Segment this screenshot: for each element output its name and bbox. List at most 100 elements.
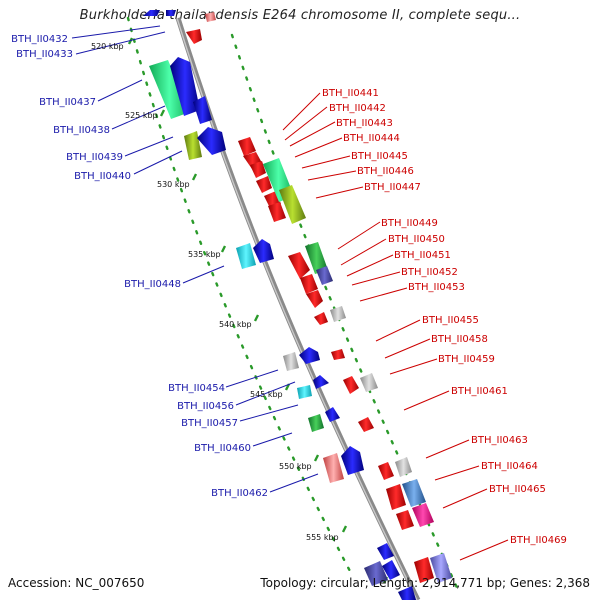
gene-bth-ii0462 <box>341 446 364 475</box>
gene-bth-ii0439 <box>184 131 202 160</box>
gene-label: BTH_II0469 <box>510 535 567 546</box>
gene-bth-ii0454 <box>283 352 299 371</box>
gene-bth-ii0450 <box>305 242 328 274</box>
gene-bth-ii0464b <box>402 479 426 507</box>
gene-label: BTH_II0445 <box>351 151 408 162</box>
tick-label: 555 kbp <box>306 533 339 542</box>
gene-bth-ii0453 <box>306 290 323 308</box>
gene-label: BTH_II0461 <box>451 386 508 397</box>
gene-label: BTH_II0465 <box>489 484 546 495</box>
gene-label: BTH_II0464 <box>481 461 538 472</box>
tick-label: 540 kbp <box>219 320 252 329</box>
gene-label: BTH_II0446 <box>357 166 414 177</box>
gene-bth-ii0432 <box>143 10 160 16</box>
accession-text: Accession: NC_007650 <box>8 576 145 590</box>
gene-bth-ii0469b <box>364 561 388 586</box>
gene-bth-ii0455b <box>330 306 346 322</box>
gene-bth-ii0452 <box>300 274 318 294</box>
left-gene-labels: BTH_II0432 BTH_II0433 BTH_II0437 BTH_II0… <box>11 34 268 499</box>
gene-bth-ii0469c <box>382 560 400 580</box>
gene-label: BTH_II0456 <box>177 401 234 412</box>
tick-label: 550 kbp <box>279 462 312 471</box>
gene-bth-ii0465 <box>412 503 434 527</box>
gene-label: BTH_II0447 <box>364 182 421 193</box>
gene-bth-ii0456 <box>297 385 312 399</box>
gene-label: BTH_II0443 <box>336 118 393 129</box>
gene-label: BTH_II0458 <box>431 334 488 345</box>
gene-bth-ii0459a <box>343 376 359 394</box>
gene-label: BTH_II0459 <box>438 354 495 365</box>
gene-bth-ii0456b <box>313 375 329 389</box>
gene-bth-ii0458 <box>331 349 345 360</box>
forward-strand-genes <box>186 12 452 583</box>
gene-label: BTH_II0442 <box>329 103 386 114</box>
gene-bth-ii0438 <box>193 96 212 124</box>
tick-label: 525 kbp <box>125 111 158 120</box>
gene-label: BTH_II0448 <box>124 279 181 290</box>
gene-label: BTH_II0462 <box>211 488 268 499</box>
tick-label: 535 kbp <box>188 250 221 259</box>
chromosome-backbone <box>175 17 421 600</box>
gene-label: BTH_II0449 <box>381 218 438 229</box>
gene-bth-ii0457b <box>325 407 340 422</box>
gene-bth-ii0443 <box>250 161 266 178</box>
gene-fwd-top2 <box>205 12 216 22</box>
gene-bth-ii0469f <box>430 553 452 583</box>
gene-bth-ii0447b <box>268 202 286 222</box>
gene-bth-ii0454b <box>299 347 320 364</box>
gene-bth-ii0433 <box>166 10 176 16</box>
gene-bth-ii0461 <box>358 417 374 432</box>
gene-bth-ii0464 <box>386 484 406 510</box>
gene-bth-ii0459b <box>360 373 378 392</box>
gene-label: BTH_II0457 <box>181 418 238 429</box>
right-leader-lines <box>282 92 509 561</box>
gene-label: BTH_II0451 <box>394 250 451 261</box>
gene-bth-ii0460 <box>323 453 344 483</box>
gene-label: BTH_II0455 <box>422 315 479 326</box>
gene-label: BTH_II0440 <box>74 171 131 182</box>
gene-bth-ii0465b <box>396 510 414 530</box>
gene-bth-ii0469a <box>377 543 394 560</box>
gene-bth-ii0444 <box>256 176 272 193</box>
scale-labels: 520 kbp 525 kbp 530 kbp 535 kbp 540 kbp … <box>91 42 339 542</box>
reverse-strand-genes <box>143 10 416 600</box>
gene-bth-ii0457 <box>308 414 324 432</box>
gene-label: BTH_II0450 <box>388 234 445 245</box>
tick-label: 520 kbp <box>91 42 124 51</box>
gene-bth-ii0448b <box>253 239 274 263</box>
gene-bth-ii0440 <box>197 127 226 155</box>
gene-bth-ii0451 <box>316 266 333 285</box>
left-leader-lines <box>71 25 319 493</box>
gene-label: BTH_II0441 <box>322 88 379 99</box>
tick-label: 530 kbp <box>157 180 190 189</box>
gene-bth-ii0437 <box>149 60 190 119</box>
right-gene-labels: BTH_II0441 BTH_II0442 BTH_II0443 BTH_II0… <box>322 88 567 546</box>
gene-label: BTH_II0463 <box>471 435 528 446</box>
gene-label: BTH_II0460 <box>194 443 251 454</box>
left-dotted-track <box>126 16 354 577</box>
gene-label: BTH_II0454 <box>168 383 225 394</box>
gene-label: BTH_II0452 <box>401 267 458 278</box>
gene-bth-ii0455 <box>314 312 328 325</box>
gene-label: BTH_II0439 <box>66 152 123 163</box>
gene-bth-ii0447 <box>279 185 306 224</box>
gene-label: BTH_II0437 <box>39 97 96 108</box>
genome-info-text: Topology: circular; Length: 2,914,771 bp… <box>260 576 590 590</box>
gene-label: BTH_II0433 <box>16 49 73 60</box>
gene-bth-ii0463b <box>395 457 412 477</box>
gene-label: BTH_II0432 <box>11 34 68 45</box>
gene-label: BTH_II0438 <box>53 125 110 136</box>
gene-bth-ii0437b <box>170 57 200 116</box>
gene-bth-ii0469e <box>414 557 434 583</box>
gene-bth-ii0463a <box>378 462 394 480</box>
gene-bth-ii0448 <box>236 243 256 269</box>
gene-bth-ii0449 <box>288 252 310 279</box>
gene-fwd-top <box>186 29 202 44</box>
map-title: Burkholderia thailandensis E264 chromoso… <box>79 8 521 23</box>
gene-label: BTH_II0453 <box>408 282 465 293</box>
gene-bth-ii0441 <box>238 137 256 156</box>
gene-bth-ii0469d <box>398 586 416 600</box>
tick-label: 545 kbp <box>250 390 283 399</box>
gene-label: BTH_II0444 <box>343 133 400 144</box>
